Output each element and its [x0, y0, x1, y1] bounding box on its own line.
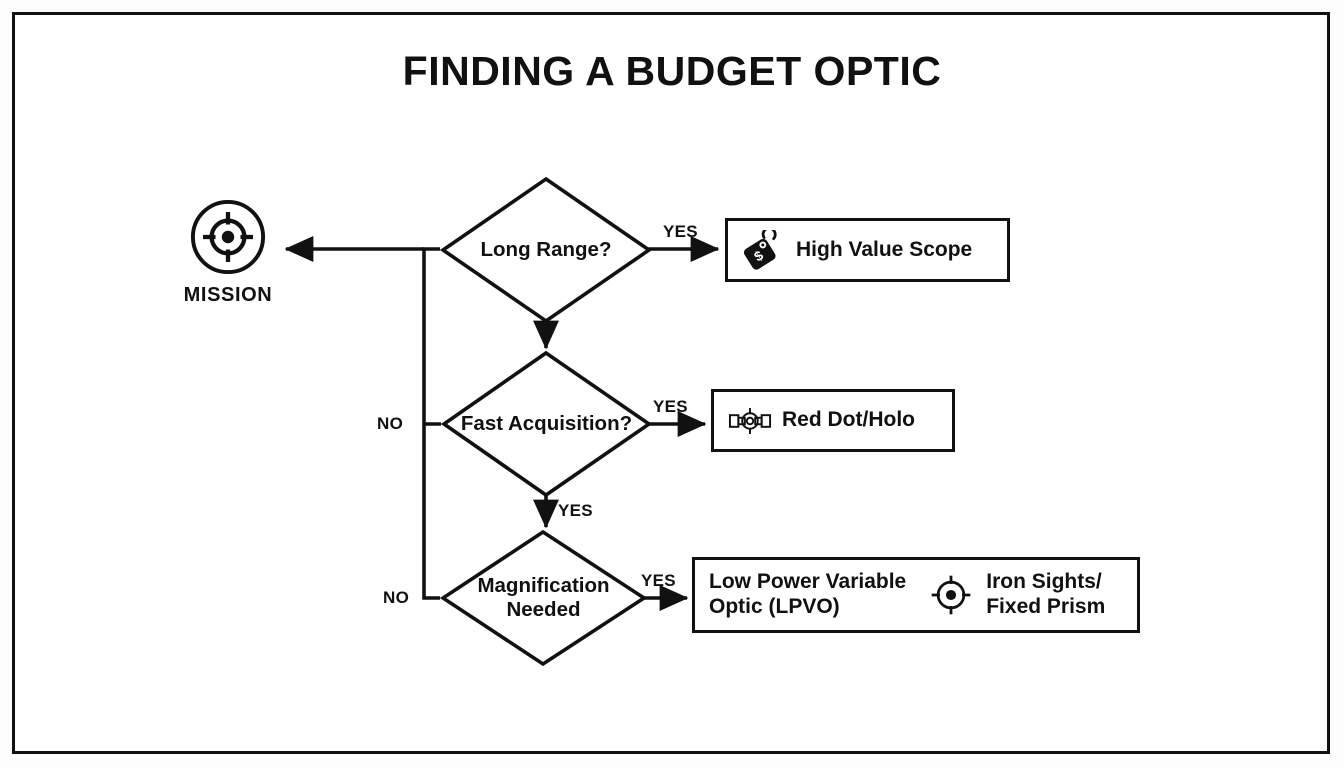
diamond-shape [441, 350, 652, 498]
diamond-shape [440, 529, 647, 667]
decision-label-line1: Magnification [477, 573, 610, 597]
crosshair-target-icon [928, 572, 974, 618]
start-node-label: MISSION [183, 284, 273, 306]
outcome-red-dot-holo[interactable]: Red Dot/Holo [711, 389, 955, 452]
edge-label-fast-acquisition-yes: YES [653, 397, 688, 416]
edge-label-magnification-yes: YES [641, 571, 676, 590]
outcome-label: High Value Scope [796, 237, 973, 261]
outcome-iron-line2: Fixed Prism [986, 595, 1106, 618]
outcome-label: Red Dot/Holo [782, 408, 915, 432]
red-dot-sight-icon [728, 404, 772, 438]
outcome-lpvo-line1: Low Power Variable [709, 570, 907, 594]
decision-label: Magnification Needed [471, 574, 615, 622]
decision-magnification-needed[interactable]: Magnification Needed [440, 529, 647, 667]
edge-label-fast-acquisition-no: NO [377, 414, 404, 433]
outcome-high-value-scope[interactable]: $ High Value Scope [725, 218, 1010, 282]
price-tag-dollar-icon: $ [742, 229, 784, 271]
outer-frame-border [12, 12, 1330, 754]
edge-label-fast-acquisition-down-yes: YES [558, 501, 593, 520]
decision-label-line2: Needed [506, 598, 581, 621]
outcome-lpvo-line2: Optic (LPVO) [709, 595, 840, 618]
start-node-mission[interactable]: MISSION [178, 198, 278, 307]
decision-long-range[interactable]: Long Range? [440, 176, 652, 324]
diamond-shape [440, 176, 652, 324]
decision-fast-acquisition[interactable]: Fast Acquisition? [441, 350, 652, 498]
outcome-label-lpvo: Low Power Variable Optic (LPVO) [709, 570, 906, 620]
edge-label-magnification-no: NO [383, 588, 410, 607]
outcome-lpvo-and-iron-sights[interactable]: Low Power Variable Optic (LPVO) Iron Sig… [692, 557, 1140, 633]
page-title: FINDING A BUDGET OPTIC [402, 48, 942, 94]
outcome-iron-line1: Iron Sights/ [986, 570, 1102, 594]
crosshair-target-icon [189, 198, 267, 276]
outcome-label-iron-sights: Iron Sights/ Fixed Prism [986, 570, 1105, 620]
decision-label: Long Range? [480, 237, 612, 261]
edge-label-long-range-yes: YES [663, 222, 698, 241]
decision-label: Fast Acquisition? [460, 411, 633, 435]
